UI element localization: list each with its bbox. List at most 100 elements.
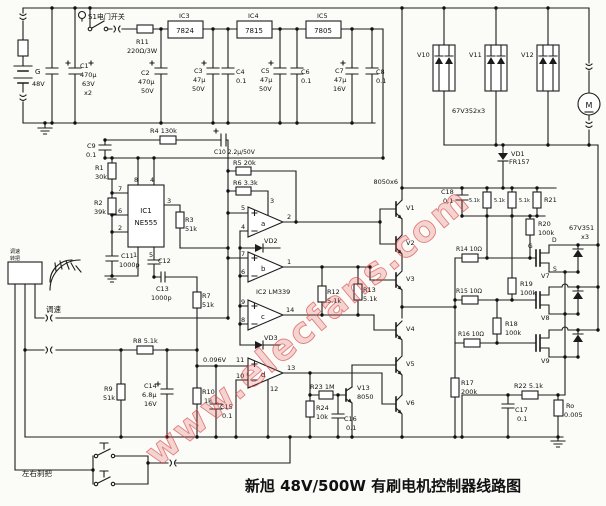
label-r18: R18 — [505, 320, 518, 328]
resistor-r1 — [107, 162, 117, 180]
label-r12-val: 5.1k — [327, 297, 341, 305]
pin-c-plus: 9 — [241, 298, 245, 306]
resistor-r11 — [136, 24, 154, 34]
label-v9: V9 — [541, 357, 550, 365]
label-c7: C7 — [335, 67, 344, 75]
resistor-r8 — [136, 345, 154, 355]
brake-switches — [14, 442, 177, 487]
wires-control — [24, 128, 564, 438]
label-c4-val: 0.1 — [236, 77, 246, 85]
label-r3: R3 — [185, 216, 194, 224]
mosfet-v7 — [535, 244, 584, 273]
resistor-5k1-b — [507, 191, 517, 209]
label-r5: R5 20k — [233, 159, 256, 167]
label-c17: C17 — [515, 406, 528, 414]
label-c6: C6 — [301, 68, 310, 76]
wires-power — [19, 7, 590, 159]
label-comp-b: b — [261, 265, 266, 273]
label-c16-val: 0.1 — [346, 424, 356, 432]
pin-a-minus: 4 — [241, 223, 245, 231]
label-c18-val: 0.1 — [443, 197, 453, 205]
label-c16: C16 — [344, 415, 357, 423]
label-c13: C13 — [156, 285, 169, 293]
label-5k1-a: 5.1k — [469, 198, 480, 204]
transistor-v2 — [395, 234, 403, 255]
label-v4: V4 — [406, 325, 415, 333]
label-c14-val: 6.8μ — [142, 391, 156, 399]
pin-b-minus: 6 — [241, 268, 245, 276]
label-ic5: IC5 — [317, 12, 328, 20]
label-v1: V1 — [406, 204, 415, 212]
label-v13: V13 — [357, 384, 370, 392]
label-r6: R6 3.3k — [233, 179, 258, 187]
label-v8: V8 — [541, 314, 550, 322]
label-r11: R11 — [136, 38, 149, 46]
transistor-bank — [395, 7, 456, 438]
label-gate: G — [528, 243, 533, 250]
mosfet-v8 — [535, 286, 584, 315]
resistor-r24 — [305, 400, 315, 418]
battery-symbol — [13, 39, 33, 84]
label-r10-val: 1k — [204, 397, 212, 405]
label-v3: V3 — [406, 275, 415, 283]
label-r19-val: 100k — [520, 289, 536, 297]
label-comp-d: d — [261, 371, 265, 379]
label-r18-val: 100k — [505, 329, 521, 337]
label-drain: D — [552, 237, 557, 244]
label-r2: R2 — [94, 199, 103, 207]
label-c1: C1 — [80, 62, 89, 70]
transistor-v13 — [341, 386, 353, 404]
label-v13-part: 8050 — [357, 393, 374, 401]
label-v6: V6 — [406, 399, 415, 407]
resistor-r17 — [450, 377, 460, 398]
pin-c-out: 14 — [286, 306, 294, 314]
label-r11-val: 220Ω/3W — [127, 47, 158, 55]
label-ic3: IC3 — [179, 12, 190, 20]
label-r7-val: 51k — [202, 301, 214, 309]
pin-3: 3 — [167, 197, 171, 205]
label-battery-g: G — [35, 68, 40, 76]
power-switch-symbol — [77, 10, 109, 32]
label-r13: R13 — [363, 286, 376, 294]
label-c14: C14 — [144, 382, 157, 390]
label-67v352: 67V352x3 — [452, 107, 485, 115]
pin-6: 6 — [118, 207, 122, 215]
resistor-r19 — [507, 277, 517, 295]
pin-d-minus: 10 — [236, 372, 244, 380]
label-r20-val: 100k — [538, 229, 554, 237]
label-v7: V7 — [541, 272, 550, 280]
label-vd2: VD2 — [264, 237, 278, 245]
label-c3-volt: 50V — [192, 85, 205, 93]
label-c4: C4 — [236, 68, 245, 76]
transistor-v1 — [395, 199, 403, 220]
label-r20: R20 — [538, 220, 551, 228]
label-throttle-1: 调速 — [10, 248, 20, 255]
label-r10: R10 — [202, 388, 215, 396]
resistor-r13 — [353, 283, 363, 301]
label-ic2: IC2 LM339 — [256, 288, 290, 296]
junction-dots — [23, 6, 600, 472]
resistor-r20 — [525, 218, 535, 236]
label-r19: R19 — [520, 280, 533, 288]
diode-pair-v12 — [538, 45, 558, 91]
diode-vd3 — [255, 340, 264, 350]
label-comp-a: a — [261, 220, 265, 228]
label-r1: R1 — [95, 164, 104, 172]
label-c5-val: 47μ — [260, 76, 272, 84]
label-c2-volt: 50V — [141, 87, 154, 95]
caption-title: 新旭 48V/500W 有刷电机控制器线路图 — [245, 477, 521, 495]
pin-1: 1 — [133, 251, 137, 259]
label-r3-val: 51k — [185, 225, 197, 233]
label-c7-volt: 16V — [333, 85, 346, 93]
label-throttle-2: 转把 — [10, 255, 20, 262]
pin-c-minus: 8 — [241, 316, 245, 324]
label-ic1: IC1 — [140, 207, 151, 215]
label-v12: V12 — [521, 51, 534, 59]
label-ro-val: 0.005 — [564, 411, 583, 419]
freewheel-diode-banks — [432, 7, 599, 146]
resistor-r2 — [107, 197, 117, 215]
label-c8: C8 — [376, 68, 385, 76]
labels: S1电门开关 G 48V C1 470μ 63V x2 R11 220Ω/3W … — [10, 12, 594, 478]
resistor-r14 — [461, 253, 479, 263]
label-c7-val: 47μ — [334, 76, 346, 84]
